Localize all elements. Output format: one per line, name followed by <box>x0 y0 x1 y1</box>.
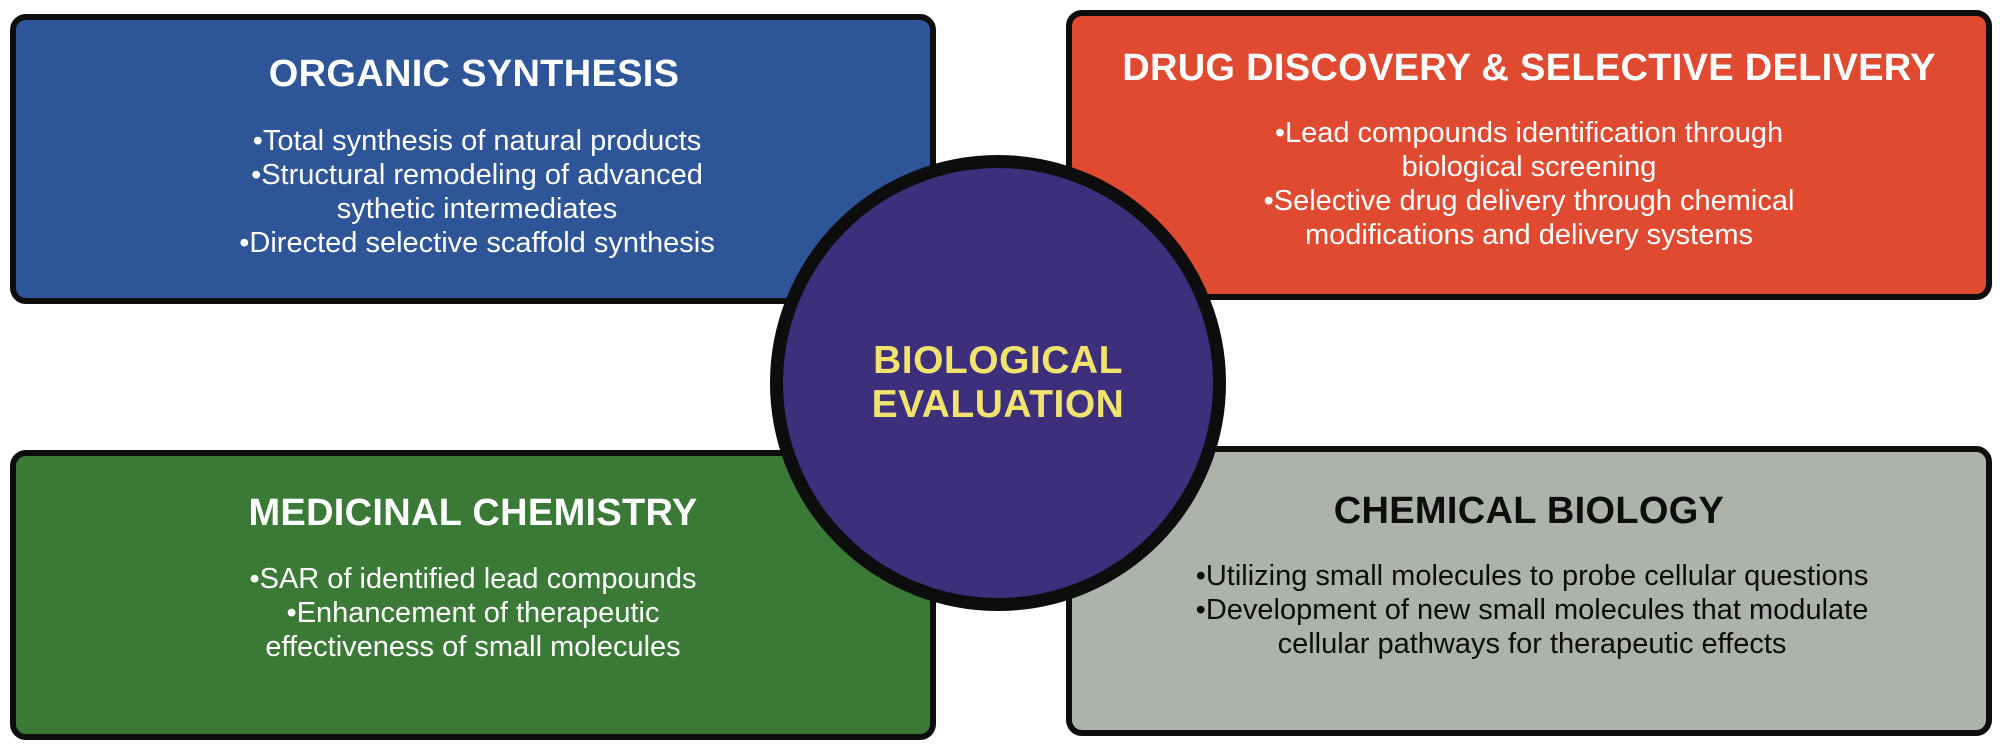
drug-discovery-item: Selective drug delivery through chemical <box>1072 184 1986 218</box>
chemical-biology-list: Utilizing small molecules to probe cellu… <box>1072 559 1986 661</box>
drug-discovery-item: Lead compounds identification through <box>1072 116 1986 150</box>
drug-discovery-item-continuation: biological screening <box>1401 151 1657 183</box>
chemical-biology-box: CHEMICAL BIOLOGY Utilizing small molecul… <box>1066 446 1992 736</box>
organic-synthesis-box: ORGANIC SYNTHESIS Total synthesis of nat… <box>10 14 936 304</box>
medicinal-chemistry-item: Enhancement of therapeutic <box>16 596 930 630</box>
drug-discovery-item-continuation: modifications and delivery systems <box>1304 219 1754 251</box>
organic-synthesis-item: Total synthesis of natural products <box>24 124 930 158</box>
drug-discovery-list: Lead compounds identification through bi… <box>1072 116 1986 252</box>
drug-discovery-title: DRUG DISCOVERY & SELECTIVE DELIVERY <box>1122 47 1936 89</box>
organic-synthesis-list: Total synthesis of natural products Stru… <box>16 124 930 260</box>
biological-evaluation-circle: BIOLOGICAL EVALUATION <box>770 155 1226 611</box>
center-label-line: EVALUATION <box>871 383 1125 426</box>
medicinal-chemistry-list: SAR of identified lead compounds Enhance… <box>16 562 930 664</box>
chemical-biology-title: CHEMICAL BIOLOGY <box>1333 490 1725 532</box>
organic-synthesis-item: Structural remodeling of advanced <box>24 158 930 192</box>
medicinal-chemistry-box: MEDICINAL CHEMISTRY SAR of identified le… <box>10 450 936 740</box>
chemical-biology-item-continuation: cellular pathways for therapeutic effect… <box>1277 628 1787 660</box>
organic-synthesis-item: Directed selective scaffold synthesis <box>24 226 930 260</box>
organic-synthesis-item-continuation: sythetic intermediates <box>336 193 618 225</box>
biological-evaluation-label: BIOLOGICAL EVALUATION <box>872 339 1125 427</box>
medicinal-chemistry-title: MEDICINAL CHEMISTRY <box>248 492 698 534</box>
drug-discovery-box: DRUG DISCOVERY & SELECTIVE DELIVERY Lead… <box>1066 10 1992 300</box>
center-label-line: BIOLOGICAL <box>873 339 1123 382</box>
medicinal-chemistry-item-continuation: effectiveness of small molecules <box>265 631 681 663</box>
chemical-biology-item: Utilizing small molecules to probe cellu… <box>1078 559 1986 593</box>
organic-synthesis-title: ORGANIC SYNTHESIS <box>268 53 680 95</box>
chemical-biology-item: Development of new small molecules that … <box>1078 593 1986 627</box>
medicinal-chemistry-item: SAR of identified lead compounds <box>16 562 930 596</box>
